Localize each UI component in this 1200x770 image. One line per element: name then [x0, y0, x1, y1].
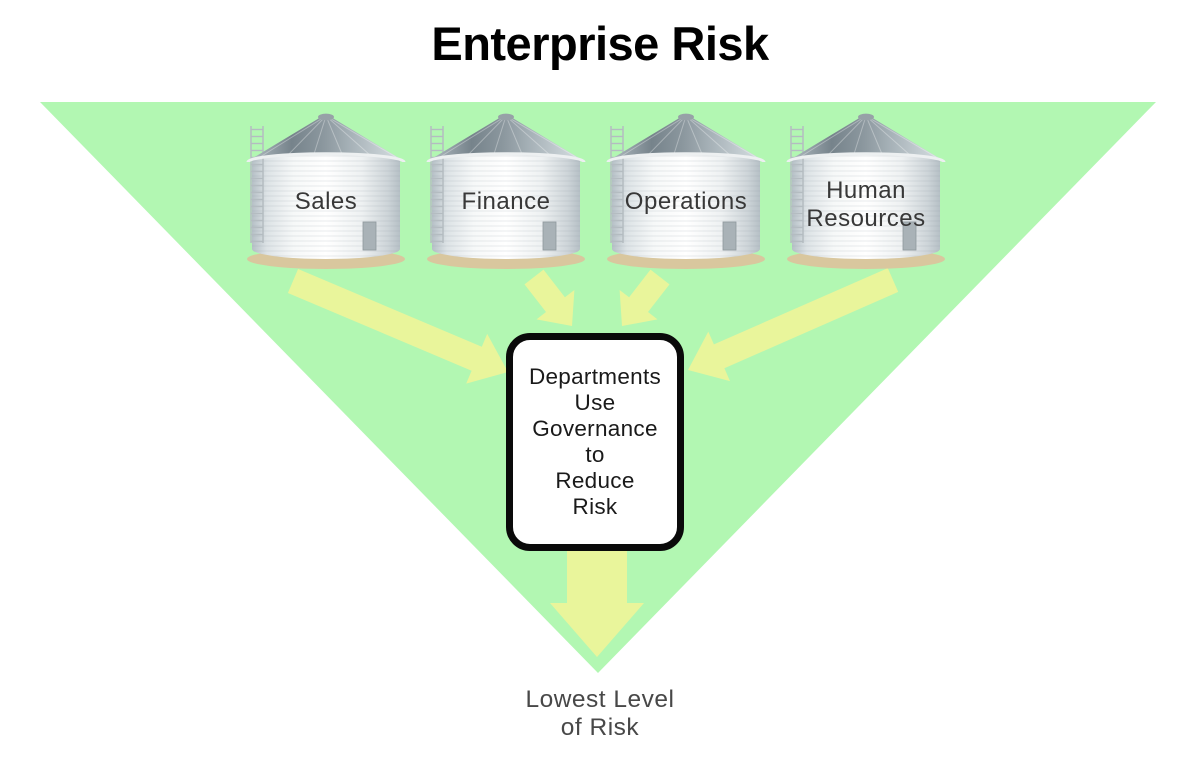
- silo-label-human-resources: Human Resources: [786, 177, 946, 233]
- diagram-title: Enterprise Risk: [431, 17, 769, 70]
- silo-label-finance: Finance: [426, 188, 586, 216]
- arrow-finance-to-box: [524, 269, 575, 326]
- silo-label-text: Sales: [294, 188, 358, 215]
- silo-label-operations: Operations: [606, 188, 766, 216]
- arrow-box-to-lowest: [550, 546, 644, 657]
- silo-label-text: Resources: [806, 205, 926, 232]
- governance-box-line: Governance: [532, 416, 658, 441]
- arrows-layer: [287, 268, 899, 657]
- arrow-operations-to-box: [619, 269, 670, 326]
- governance-box: Departments Use Governance to Reduce Ris…: [506, 333, 684, 551]
- governance-box-line: Departments: [528, 364, 662, 389]
- governance-box-line: Risk: [572, 494, 618, 519]
- silo-label-text: Human: [826, 177, 906, 204]
- lowest-risk-caption: Lowest Level of Risk: [0, 686, 1200, 742]
- governance-box-line: Reduce: [555, 468, 635, 493]
- silo-label-sales: Sales: [246, 188, 406, 216]
- caption-line: Lowest Level: [525, 686, 675, 713]
- silo-label-text: Finance: [461, 188, 551, 215]
- arrow-sales-to-box: [287, 269, 508, 384]
- arrow-hr-to-box: [688, 268, 899, 382]
- caption-line: of Risk: [560, 714, 640, 741]
- governance-box-line: to: [585, 442, 605, 467]
- governance-box-line: Use: [574, 390, 616, 415]
- silo-label-text: Operations: [624, 188, 748, 215]
